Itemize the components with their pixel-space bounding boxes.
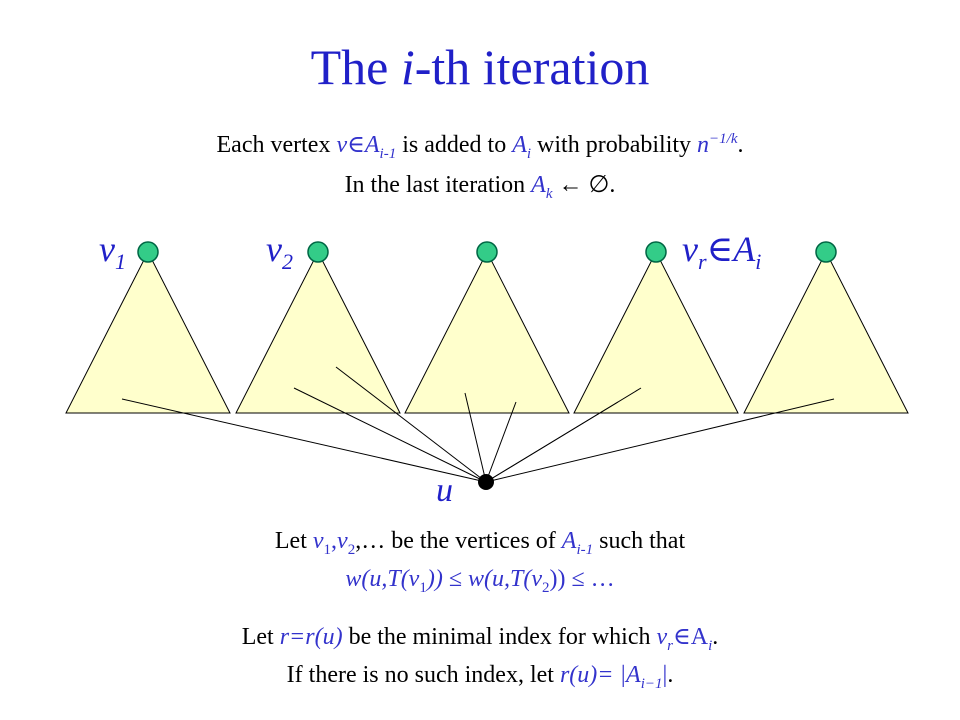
tree-triangle-2 bbox=[235, 250, 401, 414]
edge-5 bbox=[485, 401, 517, 483]
vertex-label-vr: vr∈Ai bbox=[682, 229, 762, 275]
page-title: The i-th iteration bbox=[310, 39, 650, 95]
edge-2 bbox=[293, 387, 487, 483]
vertex-label-v2: v2 bbox=[266, 229, 293, 275]
vertex-label-v1: v1 bbox=[99, 229, 126, 275]
edge-4 bbox=[464, 392, 487, 483]
intro-line-2: In the last iteration Ak ← ∅. bbox=[344, 172, 616, 202]
root-node-2 bbox=[307, 241, 329, 263]
tree-triangle-5 bbox=[743, 250, 909, 414]
tree-triangle-4 bbox=[573, 250, 739, 414]
root-node-4 bbox=[645, 241, 667, 263]
rdef-line-1: Let r=r(u) be the minimal index for whic… bbox=[241, 624, 719, 654]
tree-triangle-3 bbox=[404, 250, 570, 414]
tree-triangle-1 bbox=[65, 250, 231, 414]
edge-1 bbox=[121, 398, 487, 483]
order-line-2: w(u,T(v1)) ≤ w(u,T(v2)) ≤ … bbox=[345, 566, 615, 596]
edge-3 bbox=[335, 366, 487, 483]
intro-line-1: Each vertex v∈Ai-1 is added to Ai with p… bbox=[216, 131, 744, 162]
rdef-line-2: If there is no such index, let r(u)= |Ai… bbox=[286, 662, 674, 692]
edge-7 bbox=[485, 387, 642, 483]
root-node-1 bbox=[137, 241, 159, 263]
order-line-1: Let v1,v2,… be the vertices of Ai-1 such… bbox=[274, 528, 686, 558]
vertex-u-node bbox=[478, 474, 494, 490]
root-node-3 bbox=[476, 241, 498, 263]
edge-8 bbox=[485, 398, 835, 483]
root-node-5 bbox=[815, 241, 837, 263]
vertex-label-u: u bbox=[436, 472, 453, 509]
